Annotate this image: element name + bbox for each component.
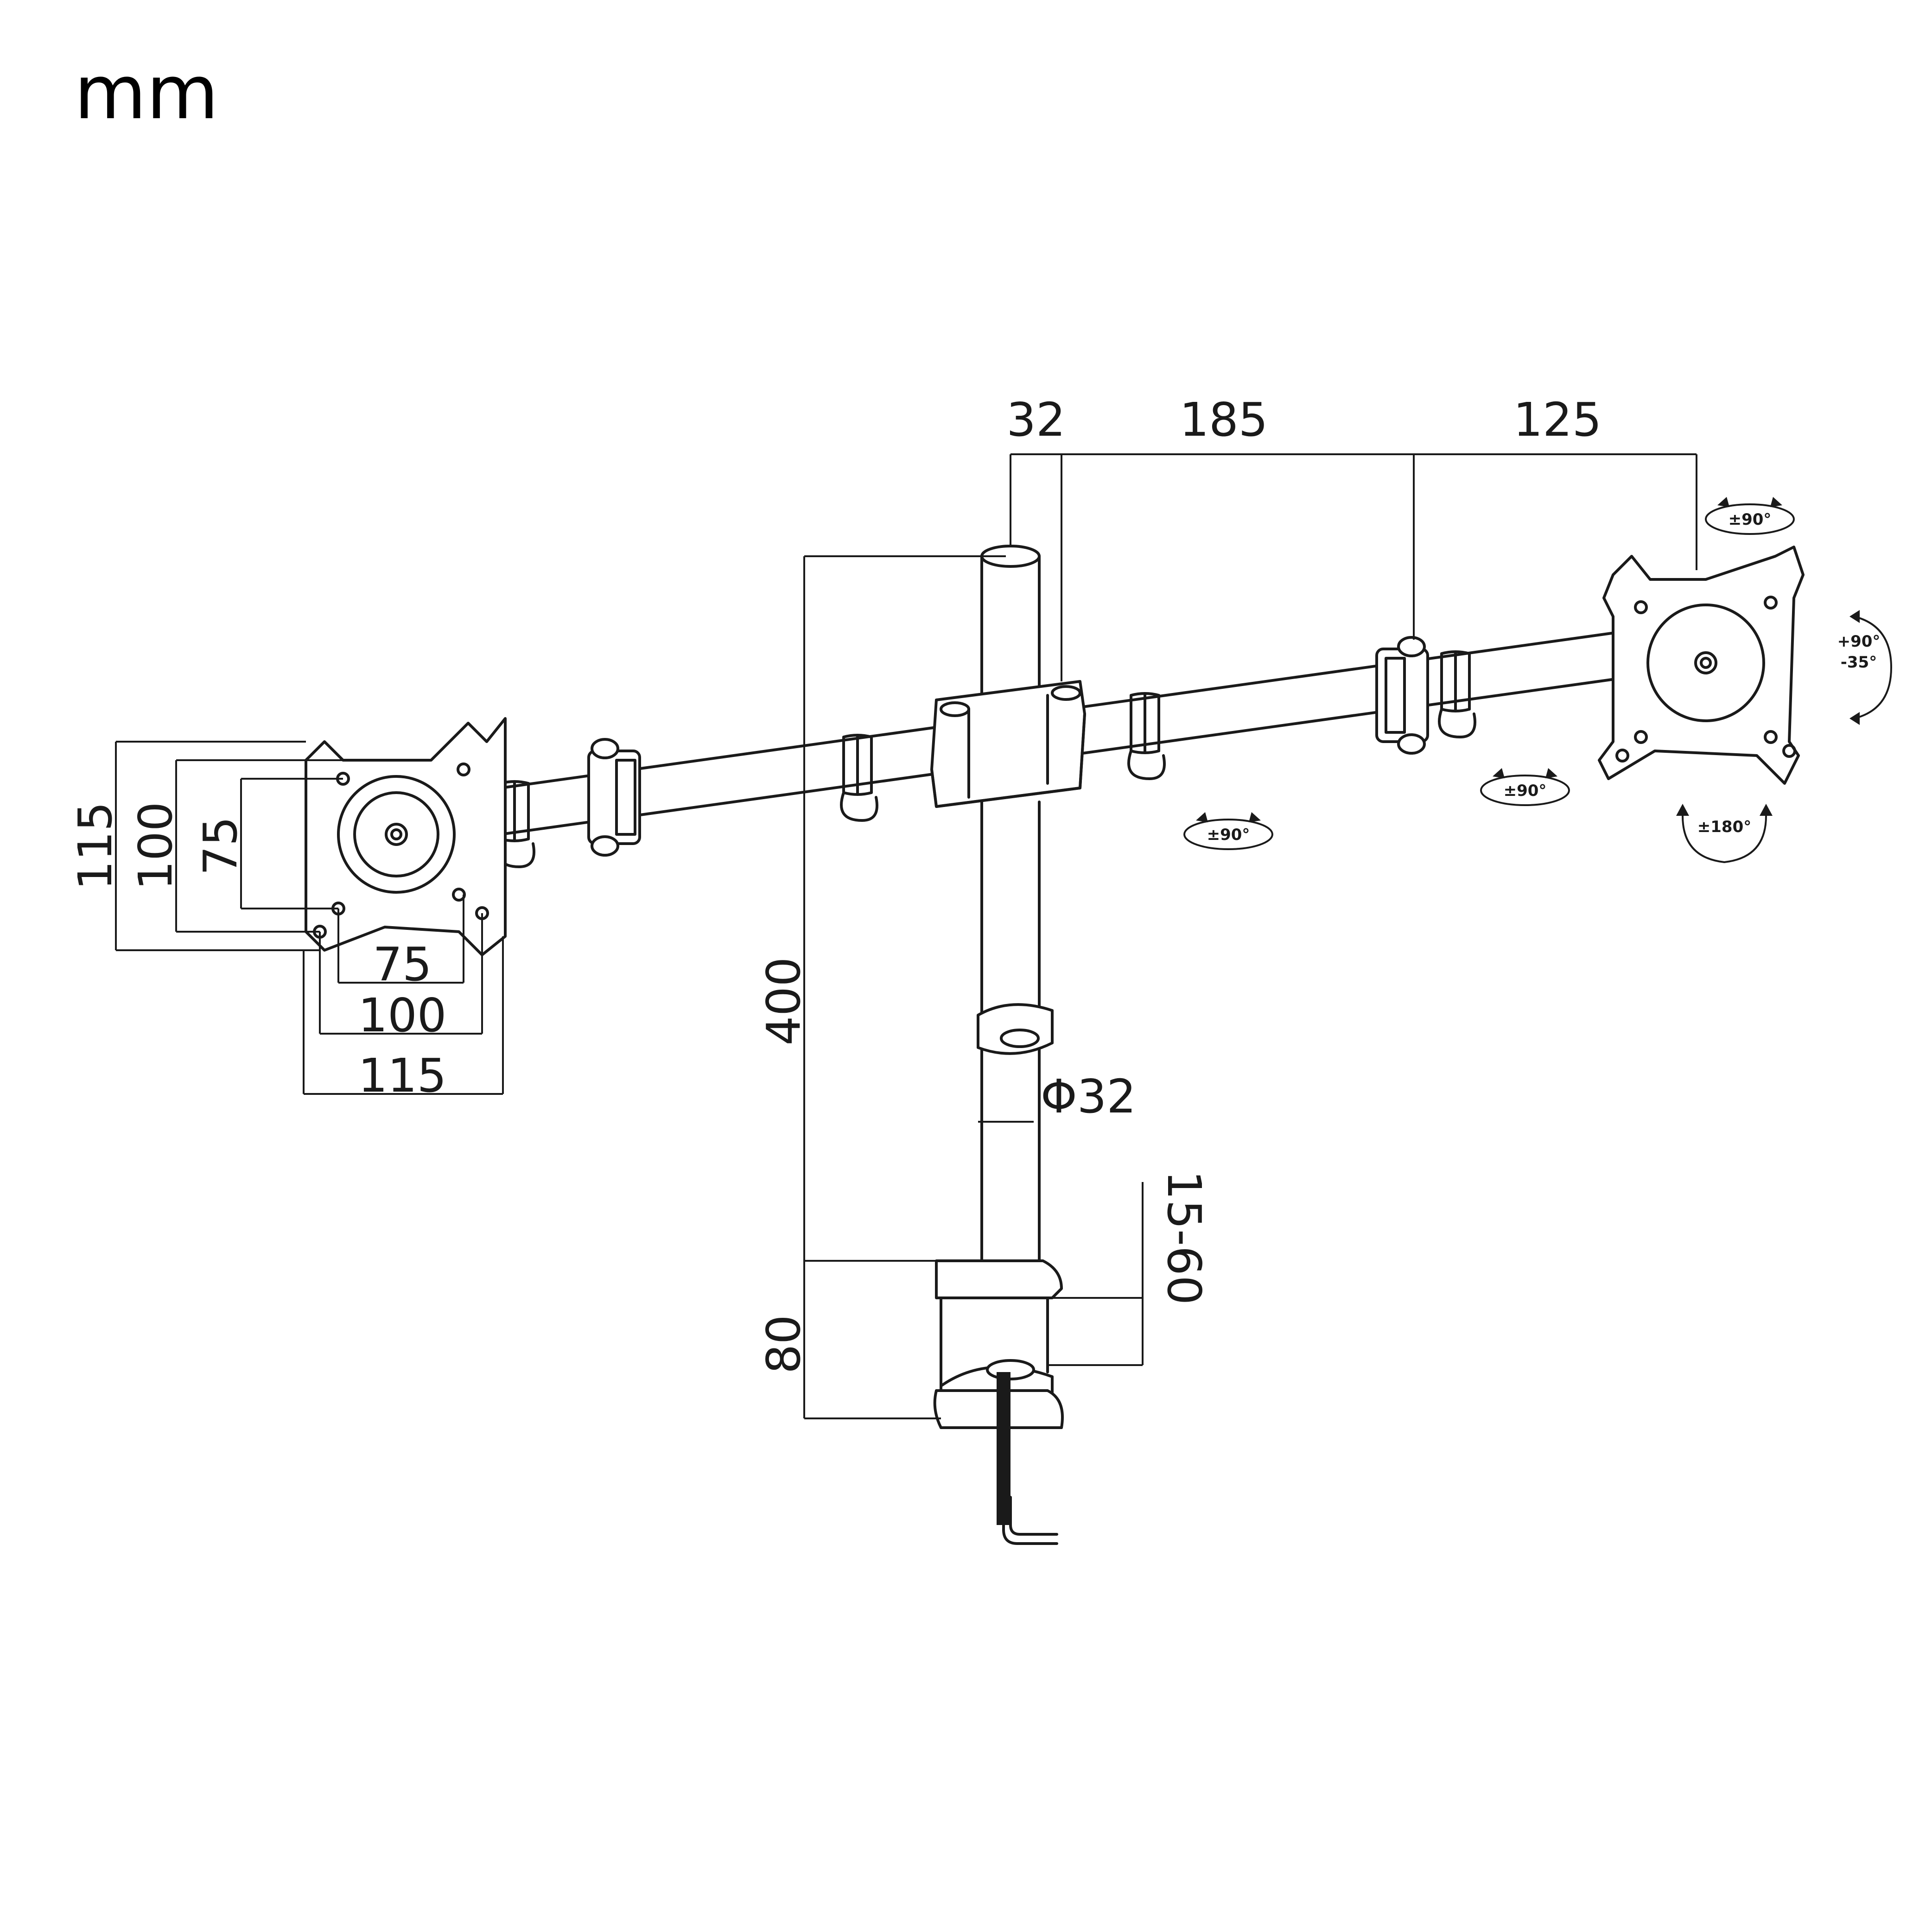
right-vesa-plate [1598, 546, 1805, 785]
arm-clip-rings [499, 650, 1471, 842]
dim-vesa-h-small: 75 [193, 816, 248, 875]
dim-vesa-v-small: 75 [373, 937, 432, 991]
dim-vesa-v-medium: 100 [358, 988, 447, 1042]
rotation-tilt-plus: +90° [1837, 632, 1881, 651]
desk-thickness-lines [1048, 1182, 1144, 1366]
dim-desk-thickness: 15-60 [1157, 1170, 1211, 1305]
rotation-tilt-minus: -35° [1841, 653, 1877, 672]
dim-clamp-height: 80 [756, 1315, 811, 1373]
left-elbow-joint [587, 738, 641, 857]
top-dimension-lines [1010, 453, 1697, 681]
right-elbow-joint [1375, 636, 1429, 755]
rotation-rotate: ±180° [1697, 818, 1751, 836]
dim-arm-segment: 185 [1180, 393, 1268, 447]
pole [980, 545, 1041, 1281]
rotation-head-swivel: ±90° [1729, 510, 1772, 529]
unit-label: mm [74, 49, 219, 136]
center-hub [930, 680, 1086, 808]
rotation-joint-right: ±90° [1504, 782, 1547, 800]
rotation-joint-center: ±90° [1207, 826, 1250, 844]
clamp-screw [997, 1372, 1058, 1545]
center-joint-swivel-indicator [1183, 812, 1273, 850]
dim-pole-diameter-top: 32 [1006, 393, 1065, 447]
vertical-dimension-lines [803, 555, 1006, 1419]
tilt-indicator [1849, 610, 1893, 725]
pole-cable-clip [977, 1003, 1054, 1055]
dim-vesa-h-medium: 100 [128, 802, 183, 890]
dim-pole-diameter: Φ32 [1041, 1069, 1136, 1124]
dim-pole-height: 400 [756, 957, 811, 1046]
dim-vesa-v-large: 115 [358, 1049, 447, 1103]
dim-vesa-h-large: 115 [68, 802, 122, 890]
rotate-indicator [1676, 804, 1773, 864]
dim-arm-extension: 125 [1513, 393, 1602, 447]
left-vesa-plate [305, 717, 507, 956]
right-joint-swivel-indicator [1480, 768, 1570, 806]
vesa-dimension-lines [115, 741, 504, 1095]
head-swivel-indicator [1705, 497, 1795, 535]
